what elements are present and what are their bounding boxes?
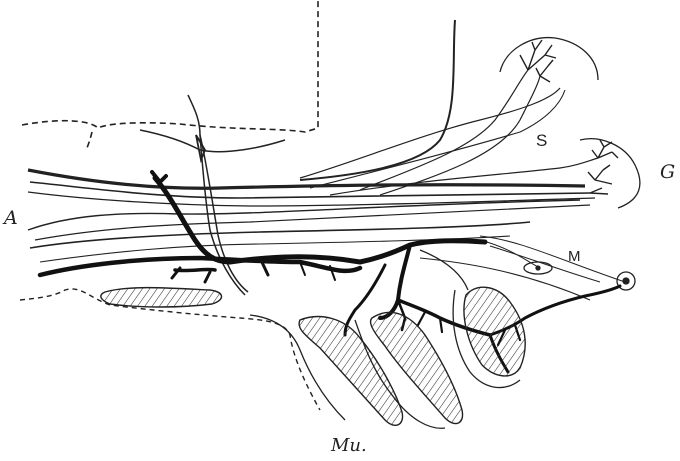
label-mu: Mu. [331, 435, 367, 456]
fibres-to-upper-gland [360, 70, 540, 195]
nerve-fibre-bundle [28, 88, 598, 262]
gland-outlines [500, 38, 640, 208]
dashed-tissue-outline-top [22, 0, 318, 150]
label-g: G [660, 161, 675, 183]
label-m: M [568, 248, 581, 265]
label-a: A [4, 207, 18, 229]
label-s: S [536, 131, 547, 151]
